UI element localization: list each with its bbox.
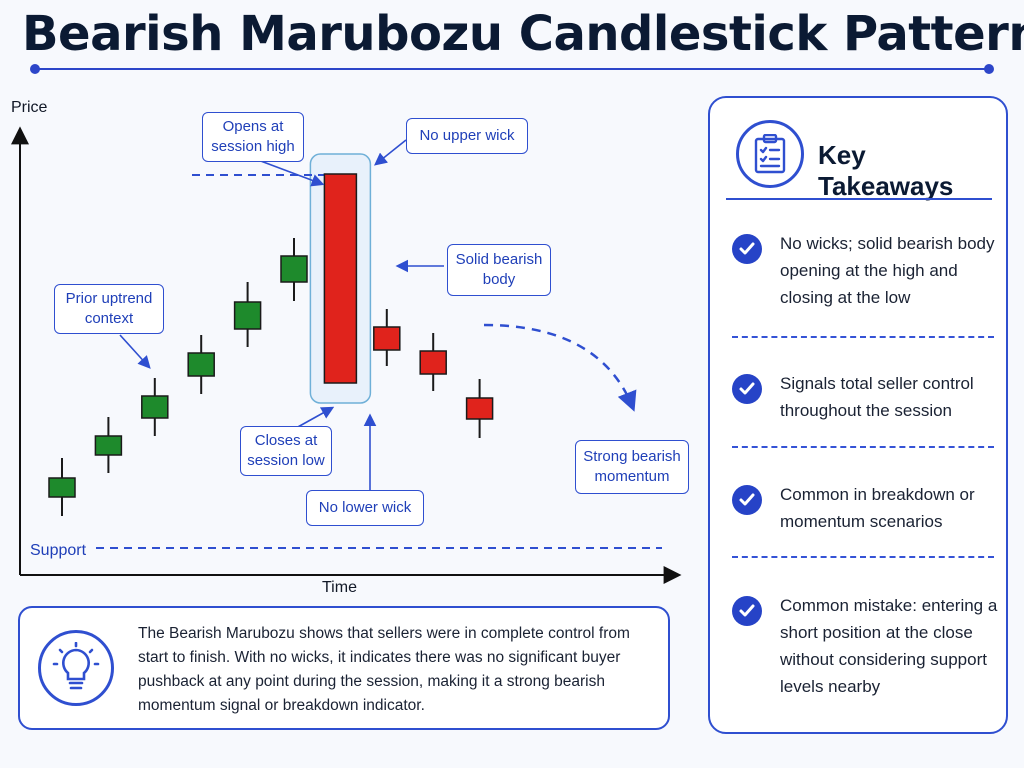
explanation-text: The Bearish Marubozu shows that sellers …	[138, 625, 630, 714]
callout-prior-uptrend-context: Prior uptrend context	[54, 284, 164, 334]
takeaway-separator	[732, 446, 994, 448]
candle-body	[419, 350, 447, 375]
arrow-no-upper-wick	[374, 139, 407, 166]
candle-body	[323, 173, 358, 384]
arrow-opens-high	[257, 159, 325, 187]
bearish-candle	[465, 379, 494, 438]
candle-body	[280, 255, 308, 283]
checkmark-icon	[732, 234, 762, 264]
checkmark-icon	[732, 485, 762, 515]
bullish-candle	[141, 378, 169, 436]
page-title: Bearish Marubozu Candlestick Pattern	[21, 6, 1024, 62]
checkmark-icon	[732, 596, 762, 626]
takeaways-title: Key Takeaways	[818, 140, 954, 201]
candlestick-chart	[11, 126, 682, 584]
candle-body	[233, 301, 262, 330]
support-label: Support	[30, 542, 87, 559]
clipboard-checklist-icon	[736, 120, 804, 188]
takeaway-text: No wicks; solid bearish body opening at …	[780, 234, 995, 307]
bullish-candle	[94, 417, 123, 473]
callout-opens-at-session-high: Opens at session high	[202, 112, 304, 162]
candle-body	[141, 395, 169, 419]
explanation-panel: The Bearish Marubozu shows that sellers …	[18, 606, 670, 730]
callout-closes-at-session-low: Closes at session low	[240, 426, 332, 476]
checkmark-icon	[732, 374, 762, 404]
bullish-candle	[187, 335, 215, 394]
momentum-arrow	[483, 323, 637, 412]
bullish-candle	[48, 458, 76, 516]
key-takeaways-panel: Key Takeaways No wicks; solid bearish bo…	[708, 96, 1008, 734]
callout-strong-bearish-momentum: Strong bearish momentum	[575, 440, 689, 494]
callout-no-lower-wick: No lower wick	[306, 490, 424, 526]
takeaway-text: Common mistake: entering a short positio…	[780, 596, 998, 696]
candle-body	[187, 352, 215, 377]
arrow-prior-uptrend	[119, 334, 151, 369]
candle-body	[94, 435, 123, 456]
arrow-closes-low	[295, 406, 335, 429]
y-axis-label: Price	[11, 99, 48, 116]
marubozu-candle	[323, 173, 358, 384]
bearish-candle	[419, 333, 447, 391]
title-divider	[30, 64, 994, 74]
takeaways-divider	[726, 198, 992, 200]
takeaway-separator	[732, 556, 994, 558]
takeaway-separator	[732, 336, 994, 338]
candle-body	[465, 397, 494, 420]
takeaway-text: Signals total seller control throughout …	[780, 374, 974, 420]
bullish-candle	[233, 282, 262, 347]
callout-solid-bearish-body: Solid bearish body	[447, 244, 551, 296]
candle-body	[48, 477, 76, 498]
bearish-candle	[373, 309, 401, 366]
lightbulb-icon	[38, 630, 114, 706]
takeaway-text: Common in breakdown or momentum scenario…	[780, 485, 975, 531]
x-axis-label: Time	[322, 579, 357, 596]
candle-body	[373, 326, 401, 351]
callout-no-upper-wick: No upper wick	[406, 118, 528, 154]
bullish-candle	[280, 238, 308, 301]
